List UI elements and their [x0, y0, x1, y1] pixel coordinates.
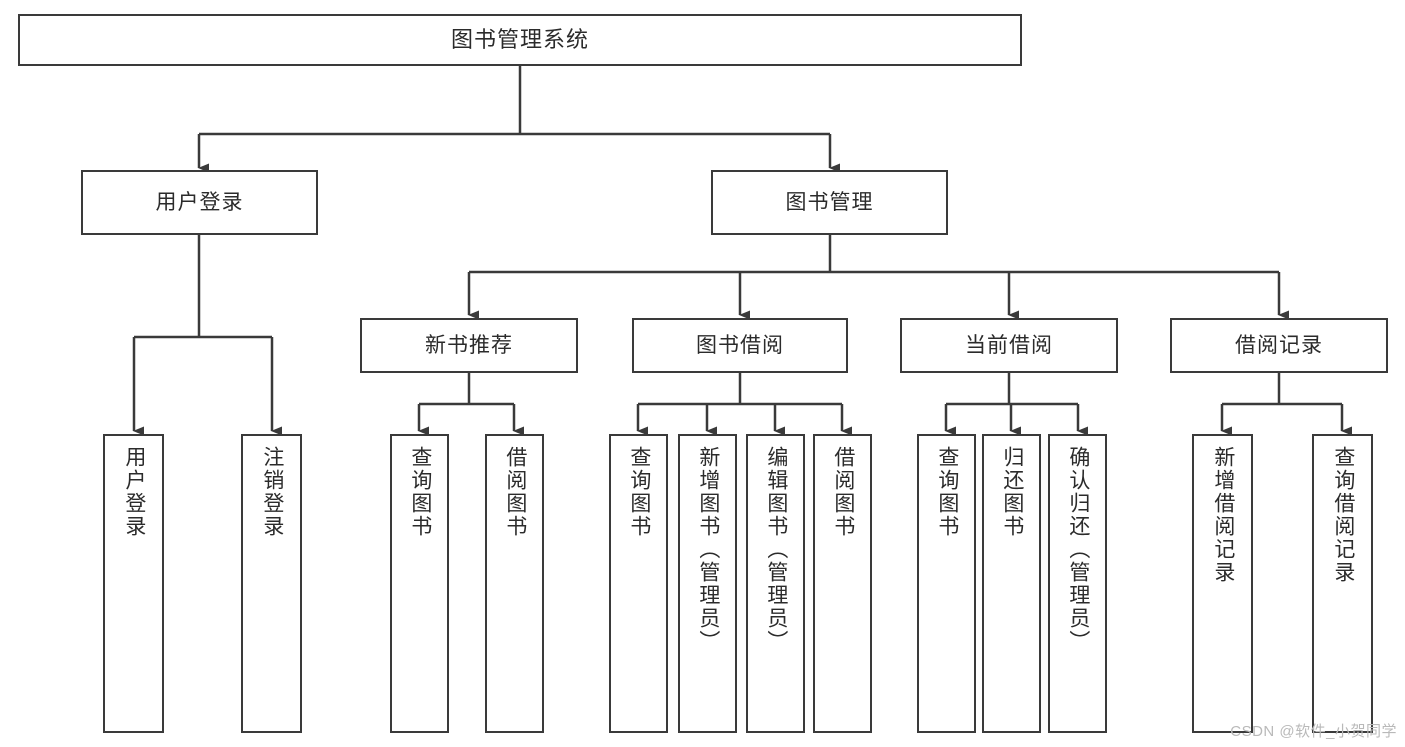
leaf-new-book-borrow[interactable]: 借阅图书 — [485, 434, 544, 733]
node-current-borrowing[interactable]: 当前借阅 — [900, 318, 1118, 373]
node-label: 确认归还（管理员） — [1066, 446, 1090, 653]
node-new-book-recommendation[interactable]: 新书推荐 — [360, 318, 578, 373]
leaf-current-borrow-return[interactable]: 归还图书 — [982, 434, 1041, 733]
node-label: 借阅记录 — [1235, 333, 1323, 357]
node-label: 查询图书 — [627, 446, 651, 538]
leaf-current-borrow-query[interactable]: 查询图书 — [917, 434, 976, 733]
node-label: 编辑图书（管理员） — [764, 446, 788, 653]
node-borrowing-record[interactable]: 借阅记录 — [1170, 318, 1388, 373]
leaf-book-borrow-borrow[interactable]: 借阅图书 — [813, 434, 872, 733]
node-label: 注销登录 — [260, 446, 284, 538]
node-root-book-management-system[interactable]: 图书管理系统 — [18, 14, 1022, 66]
leaf-borrow-record-query[interactable]: 查询借阅记录 — [1312, 434, 1373, 733]
leaf-borrow-record-add[interactable]: 新增借阅记录 — [1192, 434, 1253, 733]
leaf-current-borrow-confirm-return-admin[interactable]: 确认归还（管理员） — [1048, 434, 1107, 733]
node-label: 查询图书 — [408, 446, 432, 538]
node-label: 图书管理系统 — [450, 26, 589, 52]
node-label: 图书借阅 — [696, 333, 784, 357]
leaf-user-login-logout[interactable]: 注销登录 — [241, 434, 302, 733]
csdn-watermark: CSDN @软件_小贺同学 — [1230, 723, 1397, 740]
node-label: 当前借阅 — [965, 333, 1053, 357]
leaf-book-borrow-query[interactable]: 查询图书 — [609, 434, 668, 733]
node-label: 用户登录 — [155, 190, 244, 214]
node-label: 查询图书 — [935, 446, 959, 538]
node-label: 借阅图书 — [831, 446, 855, 538]
node-label: 借阅图书 — [503, 446, 527, 538]
leaf-book-borrow-edit-admin[interactable]: 编辑图书（管理员） — [746, 434, 805, 733]
node-book-borrowing[interactable]: 图书借阅 — [632, 318, 848, 373]
node-user-login[interactable]: 用户登录 — [81, 170, 318, 235]
node-label: 新书推荐 — [425, 333, 513, 357]
node-label: 归还图书 — [1000, 446, 1024, 538]
node-label: 查询借阅记录 — [1331, 446, 1355, 584]
leaf-user-login-login[interactable]: 用户登录 — [103, 434, 164, 733]
leaf-new-book-query[interactable]: 查询图书 — [390, 434, 449, 733]
node-label: 图书管理 — [785, 190, 874, 214]
leaf-book-borrow-add-admin[interactable]: 新增图书（管理员） — [678, 434, 737, 733]
node-label: 新增图书（管理员） — [696, 446, 720, 653]
node-label: 用户登录 — [122, 446, 146, 538]
node-label: 新增借阅记录 — [1211, 446, 1235, 584]
node-book-management[interactable]: 图书管理 — [711, 170, 948, 235]
